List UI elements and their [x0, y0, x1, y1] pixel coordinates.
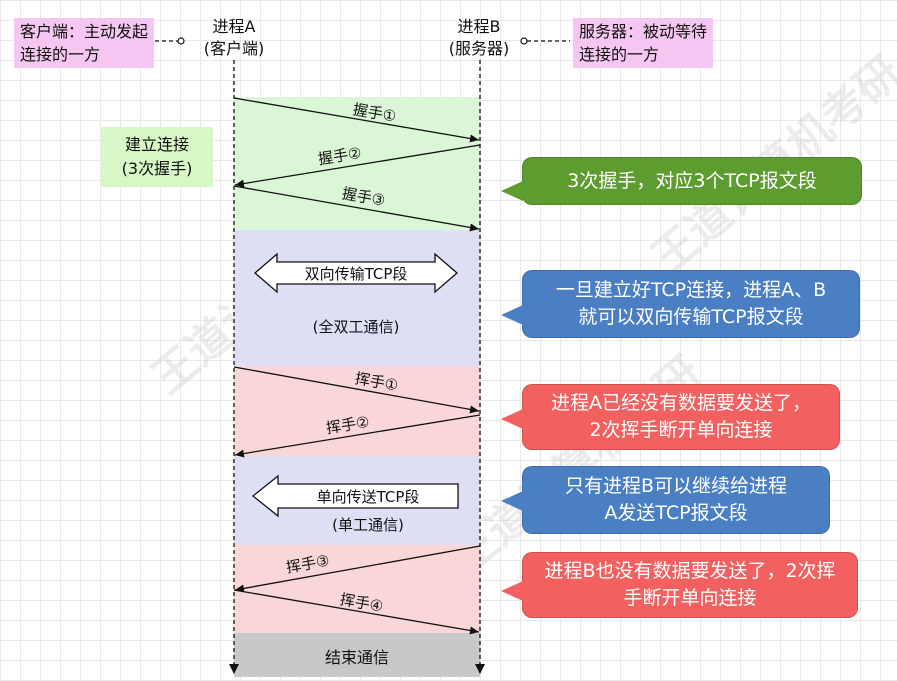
end-label: 结束通信 [324, 648, 389, 667]
duplex-band [234, 230, 480, 366]
callout-pointer [501, 409, 523, 429]
callout-handshake: 3次握手，对应3个TCP报文段 [501, 157, 862, 205]
callout-pointer [501, 305, 523, 325]
simplex-arrow [251, 474, 459, 518]
wave2-arrow [234, 414, 481, 458]
duplex-arrow [254, 252, 458, 294]
client-connector-dot [177, 37, 185, 45]
handshake2-arrow [234, 144, 481, 188]
process-b-label: 进程B (服务器) [424, 16, 534, 60]
handshake1-arrow [233, 97, 480, 143]
callout-wave-a-text: 进程A已经没有数据要发送了，2次挥手断开单向连接 [551, 392, 811, 441]
server-note: 服务器：被动等待连接的一方 [573, 18, 713, 68]
callout-wave-b-text: 进程B也没有数据要发送了，2次挥手断开单向连接 [544, 560, 836, 609]
end-band [234, 633, 480, 677]
callout-duplex: 一旦建立好TCP连接，进程A、B就可以双向传输TCP报文段 [501, 270, 860, 338]
duplex-label: (全双工通信) [312, 318, 400, 336]
simplex-arrow-label: 单向传送TCP段 [316, 488, 420, 506]
callout-wave-a: 进程A已经没有数据要发送了，2次挥手断开单向连接 [501, 384, 840, 450]
simplex-label: (单工通信) [332, 516, 404, 534]
connect-box: 建立连接 (3次握手) [101, 127, 213, 187]
callout-duplex-text: 一旦建立好TCP连接，进程A、B就可以双向传输TCP报文段 [555, 279, 827, 328]
callout-pointer [501, 181, 523, 201]
callout-handshake-text: 3次握手，对应3个TCP报文段 [567, 169, 817, 192]
process-b-name: 进程B [457, 17, 501, 36]
callout-simplex-text: 只有进程B可以继续给进程A发送TCP报文段 [564, 475, 788, 524]
duplex-arrow-label: 双向传输TCP段 [304, 265, 408, 283]
callout-wave-b: 进程B也没有数据要发送了，2次挥手断开单向连接 [501, 552, 858, 618]
wave-band-a [234, 366, 480, 456]
client-note: 客户端：主动发起连接的一方 [14, 18, 154, 68]
process-a-name: 进程A [212, 17, 256, 36]
callout-simplex: 只有进程B可以继续给进程A发送TCP报文段 [501, 466, 830, 534]
process-b-role: (服务器) [448, 39, 510, 58]
process-a-label: 进程A (客户端) [179, 16, 289, 60]
callout-pointer [501, 581, 523, 601]
process-a-role: (客户端) [203, 39, 265, 58]
wave3-arrow [234, 545, 481, 593]
handshake3-arrow [233, 185, 480, 232]
callout-pointer [501, 491, 523, 511]
wave-band-b [234, 545, 480, 633]
server-connector-dot [520, 37, 528, 45]
wave4-arrow [233, 589, 480, 635]
wave1-arrow [233, 366, 480, 414]
